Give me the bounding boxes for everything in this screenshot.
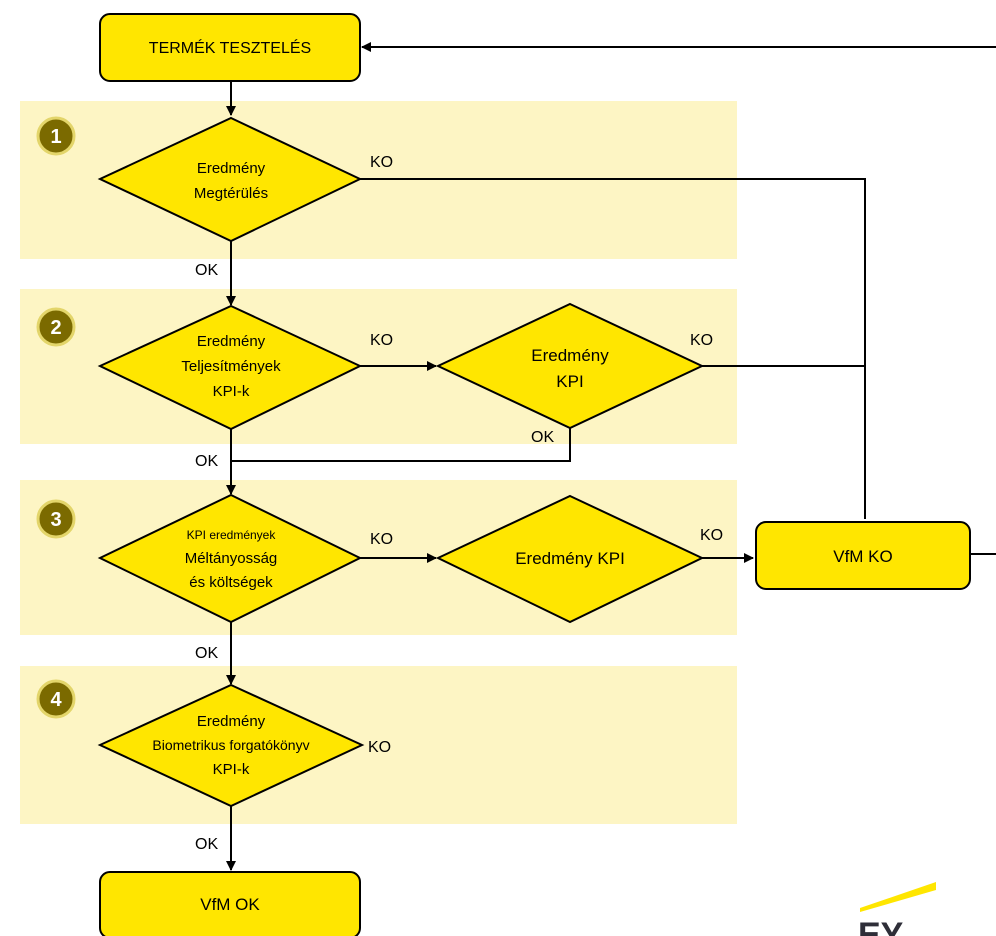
vfm-ko-node: VfM KO	[755, 521, 971, 590]
ey-logo-text: EY	[858, 916, 904, 936]
vfm-ok-label: VfM OK	[200, 895, 260, 914]
decision-d3: KPI eredmények Méltányosság és költségek	[97, 493, 363, 624]
edge-d2b-ok	[231, 428, 571, 462]
decision-d1: Eredmény Megtérülés	[97, 116, 363, 243]
decision-d2b-line-1: Eredmény	[531, 346, 609, 365]
decision-d4-line-2: Biometrikus forgatókönyv	[152, 737, 309, 753]
edge-label-d2-ko: KO	[370, 332, 393, 349]
stage-badge-1: 1	[36, 116, 76, 156]
decision-d3-line-1: KPI eredmények	[187, 528, 277, 542]
stage-badge-number: 1	[50, 126, 61, 148]
vfm-ok-node: VfM OK	[99, 871, 361, 936]
stage-badge-number: 3	[50, 509, 61, 531]
decision-d2b: Eredmény KPI	[435, 302, 705, 430]
decision-d1-line-1: Eredmény	[197, 160, 266, 177]
connectors	[226, 42, 996, 871]
stage-badge-number: 4	[50, 689, 62, 711]
edge-label-d2-ok: OK	[195, 453, 218, 470]
vfm-ko-label: VfM KO	[833, 547, 893, 566]
decision-d4-line-1: Eredmény	[197, 713, 266, 730]
edge-label-d1-ok: OK	[195, 262, 218, 279]
edge-label-d3b-ko: KO	[700, 527, 723, 544]
ey-logo-beam	[860, 882, 936, 912]
edge-label-d1-ko: KO	[370, 154, 393, 171]
edge-label-d4-ko: KO	[368, 739, 391, 756]
edge-label-d2b-ko: KO	[690, 332, 713, 349]
decision-d2-line-1: Eredmény	[197, 333, 266, 350]
decision-d3b: Eredmény KPI	[435, 494, 705, 624]
edge-d1-ko	[360, 178, 866, 366]
edge-label-d3-ko: KO	[370, 531, 393, 548]
decision-d3b-line-1: Eredmény KPI	[515, 549, 625, 568]
decision-d1-line-2: Megtérülés	[194, 185, 268, 202]
ey-logo: EY	[858, 882, 936, 936]
edge-label-d2b-ok: OK	[531, 429, 554, 446]
decision-d2-line-3: KPI-k	[213, 383, 250, 400]
decision-d2: Eredmény Teljesítmények KPI-k	[97, 304, 363, 431]
stage-badge-3: 3	[36, 499, 76, 539]
stage-badge-number: 2	[50, 317, 61, 339]
decision-d2b-line-2: KPI	[556, 372, 583, 391]
stage-badge-2: 2	[36, 307, 76, 347]
decision-d2-line-2: Teljesítmények	[181, 358, 281, 375]
decision-d4-line-3: KPI-k	[213, 761, 250, 778]
start-node: TERMÉK TESZTELÉS	[99, 13, 361, 82]
stage-badge-4: 4	[36, 679, 76, 719]
decision-d3-line-2: Méltányosság	[185, 550, 278, 567]
edge-label-d4-ok: OK	[195, 836, 218, 853]
start-node-label: TERMÉK TESZTELÉS	[149, 38, 311, 57]
edge-d2b-ko	[702, 365, 866, 519]
edge-label-d3-ok: OK	[195, 645, 218, 662]
decision-d3-line-3: és költségek	[189, 574, 273, 591]
decision-d4: Eredmény Biometrikus forgatókönyv KPI-k	[97, 683, 365, 808]
